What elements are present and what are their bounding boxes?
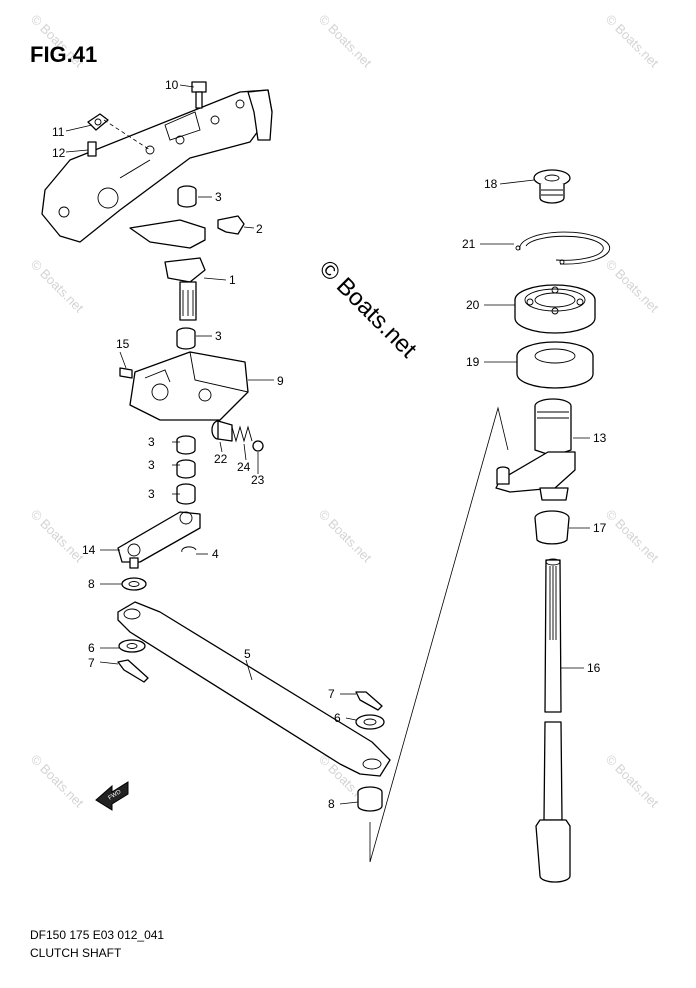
- cotter-pin-7-a: [117, 659, 149, 683]
- callout-20: 20: [466, 298, 480, 312]
- bolt-10: [191, 81, 207, 109]
- footer-model-code: DF150 175 E03 012_041: [30, 928, 164, 942]
- watermark: © Boats.net: [603, 507, 662, 566]
- lever-2: [217, 215, 245, 235]
- washer-6-b: [355, 714, 385, 730]
- center-watermark: © Boats.net: [314, 255, 422, 363]
- callout-6: 6: [334, 711, 341, 725]
- seal-19: [516, 341, 594, 389]
- bearing-20: [514, 284, 596, 334]
- callout-9: 9: [277, 374, 284, 388]
- bushing-3-b: [176, 327, 196, 350]
- watermark: © Boats.net: [316, 507, 375, 566]
- watermark: © Boats.net: [603, 12, 662, 71]
- callout-8: 8: [88, 577, 95, 591]
- e-clip-4: [181, 546, 197, 553]
- callout-3: 3: [148, 458, 155, 472]
- callout-22: 22: [214, 452, 228, 466]
- callout-13: 13: [593, 431, 607, 445]
- bushing-3-e: [176, 483, 196, 505]
- clutch-shaft-16: [535, 558, 571, 883]
- callout-6: 6: [88, 641, 95, 655]
- watermark: © Boats.net: [603, 257, 662, 316]
- link-rod-5: [117, 601, 391, 777]
- callout-16: 16: [587, 661, 601, 675]
- parts-artwork: FWD: [41, 81, 611, 883]
- footer-section-name: CLUTCH SHAFT: [30, 946, 122, 960]
- shift-cam-13: [495, 398, 576, 501]
- washer-6-a: [118, 639, 146, 653]
- spring-24: [231, 425, 253, 443]
- bushing-3-d: [176, 459, 196, 479]
- watermark: © Boats.net: [28, 752, 87, 811]
- snap-ring-21: [515, 231, 611, 265]
- callout-14: 14: [82, 543, 96, 557]
- leader-lines: [65, 84, 590, 805]
- callout-3: 3: [148, 487, 155, 501]
- bushing-3-a: [177, 185, 197, 208]
- plug-18: [533, 169, 571, 204]
- callout-15: 15: [116, 337, 130, 351]
- callout-17: 17: [593, 521, 607, 535]
- bolt-12: [87, 141, 97, 157]
- callout-18: 18: [484, 177, 498, 191]
- callout-24: 24: [237, 460, 251, 474]
- housing-9: [129, 351, 249, 421]
- bracket-part: [41, 89, 273, 243]
- bushing-8-b: [357, 786, 383, 812]
- fwd-arrow-icon: FWD: [95, 781, 129, 811]
- callout-3: 3: [148, 435, 155, 449]
- watermark: © Boats.net: [316, 12, 375, 71]
- callout-10: 10: [165, 78, 179, 92]
- callout-11: 11: [52, 125, 65, 139]
- lever-14: [117, 511, 201, 569]
- plunger-22: [211, 420, 233, 442]
- bushing-3-c: [176, 435, 196, 455]
- callout-5: 5: [244, 647, 251, 661]
- callout-3: 3: [215, 329, 222, 343]
- watermark: © Boats.net: [28, 257, 87, 316]
- callout-12: 12: [52, 146, 66, 160]
- ball-23: [252, 440, 264, 452]
- callout-2: 2: [256, 222, 263, 236]
- callout-7: 7: [328, 687, 335, 701]
- cotter-pin-7-b: [355, 691, 383, 711]
- washer-8-a: [121, 577, 147, 591]
- callout-23: 23: [251, 473, 265, 487]
- watermark: © Boats.net: [28, 507, 87, 566]
- callout-8: 8: [328, 797, 335, 811]
- watermark: © Boats.net: [603, 752, 662, 811]
- figure-title: FIG.41: [30, 42, 97, 67]
- bushing-17: [534, 510, 570, 545]
- callout-1: 1: [229, 273, 236, 287]
- screw-15: [119, 367, 133, 379]
- callout-labels: 10 11 12 3 2 1 3 15 9 3 3 3 22 24 23 14 …: [52, 78, 607, 811]
- callout-7: 7: [88, 656, 95, 670]
- callout-4: 4: [212, 547, 219, 561]
- shift-arm-1: [129, 219, 206, 321]
- callout-19: 19: [466, 355, 480, 369]
- clip-11: [87, 113, 109, 131]
- callout-21: 21: [462, 237, 476, 251]
- callout-3: 3: [215, 190, 222, 204]
